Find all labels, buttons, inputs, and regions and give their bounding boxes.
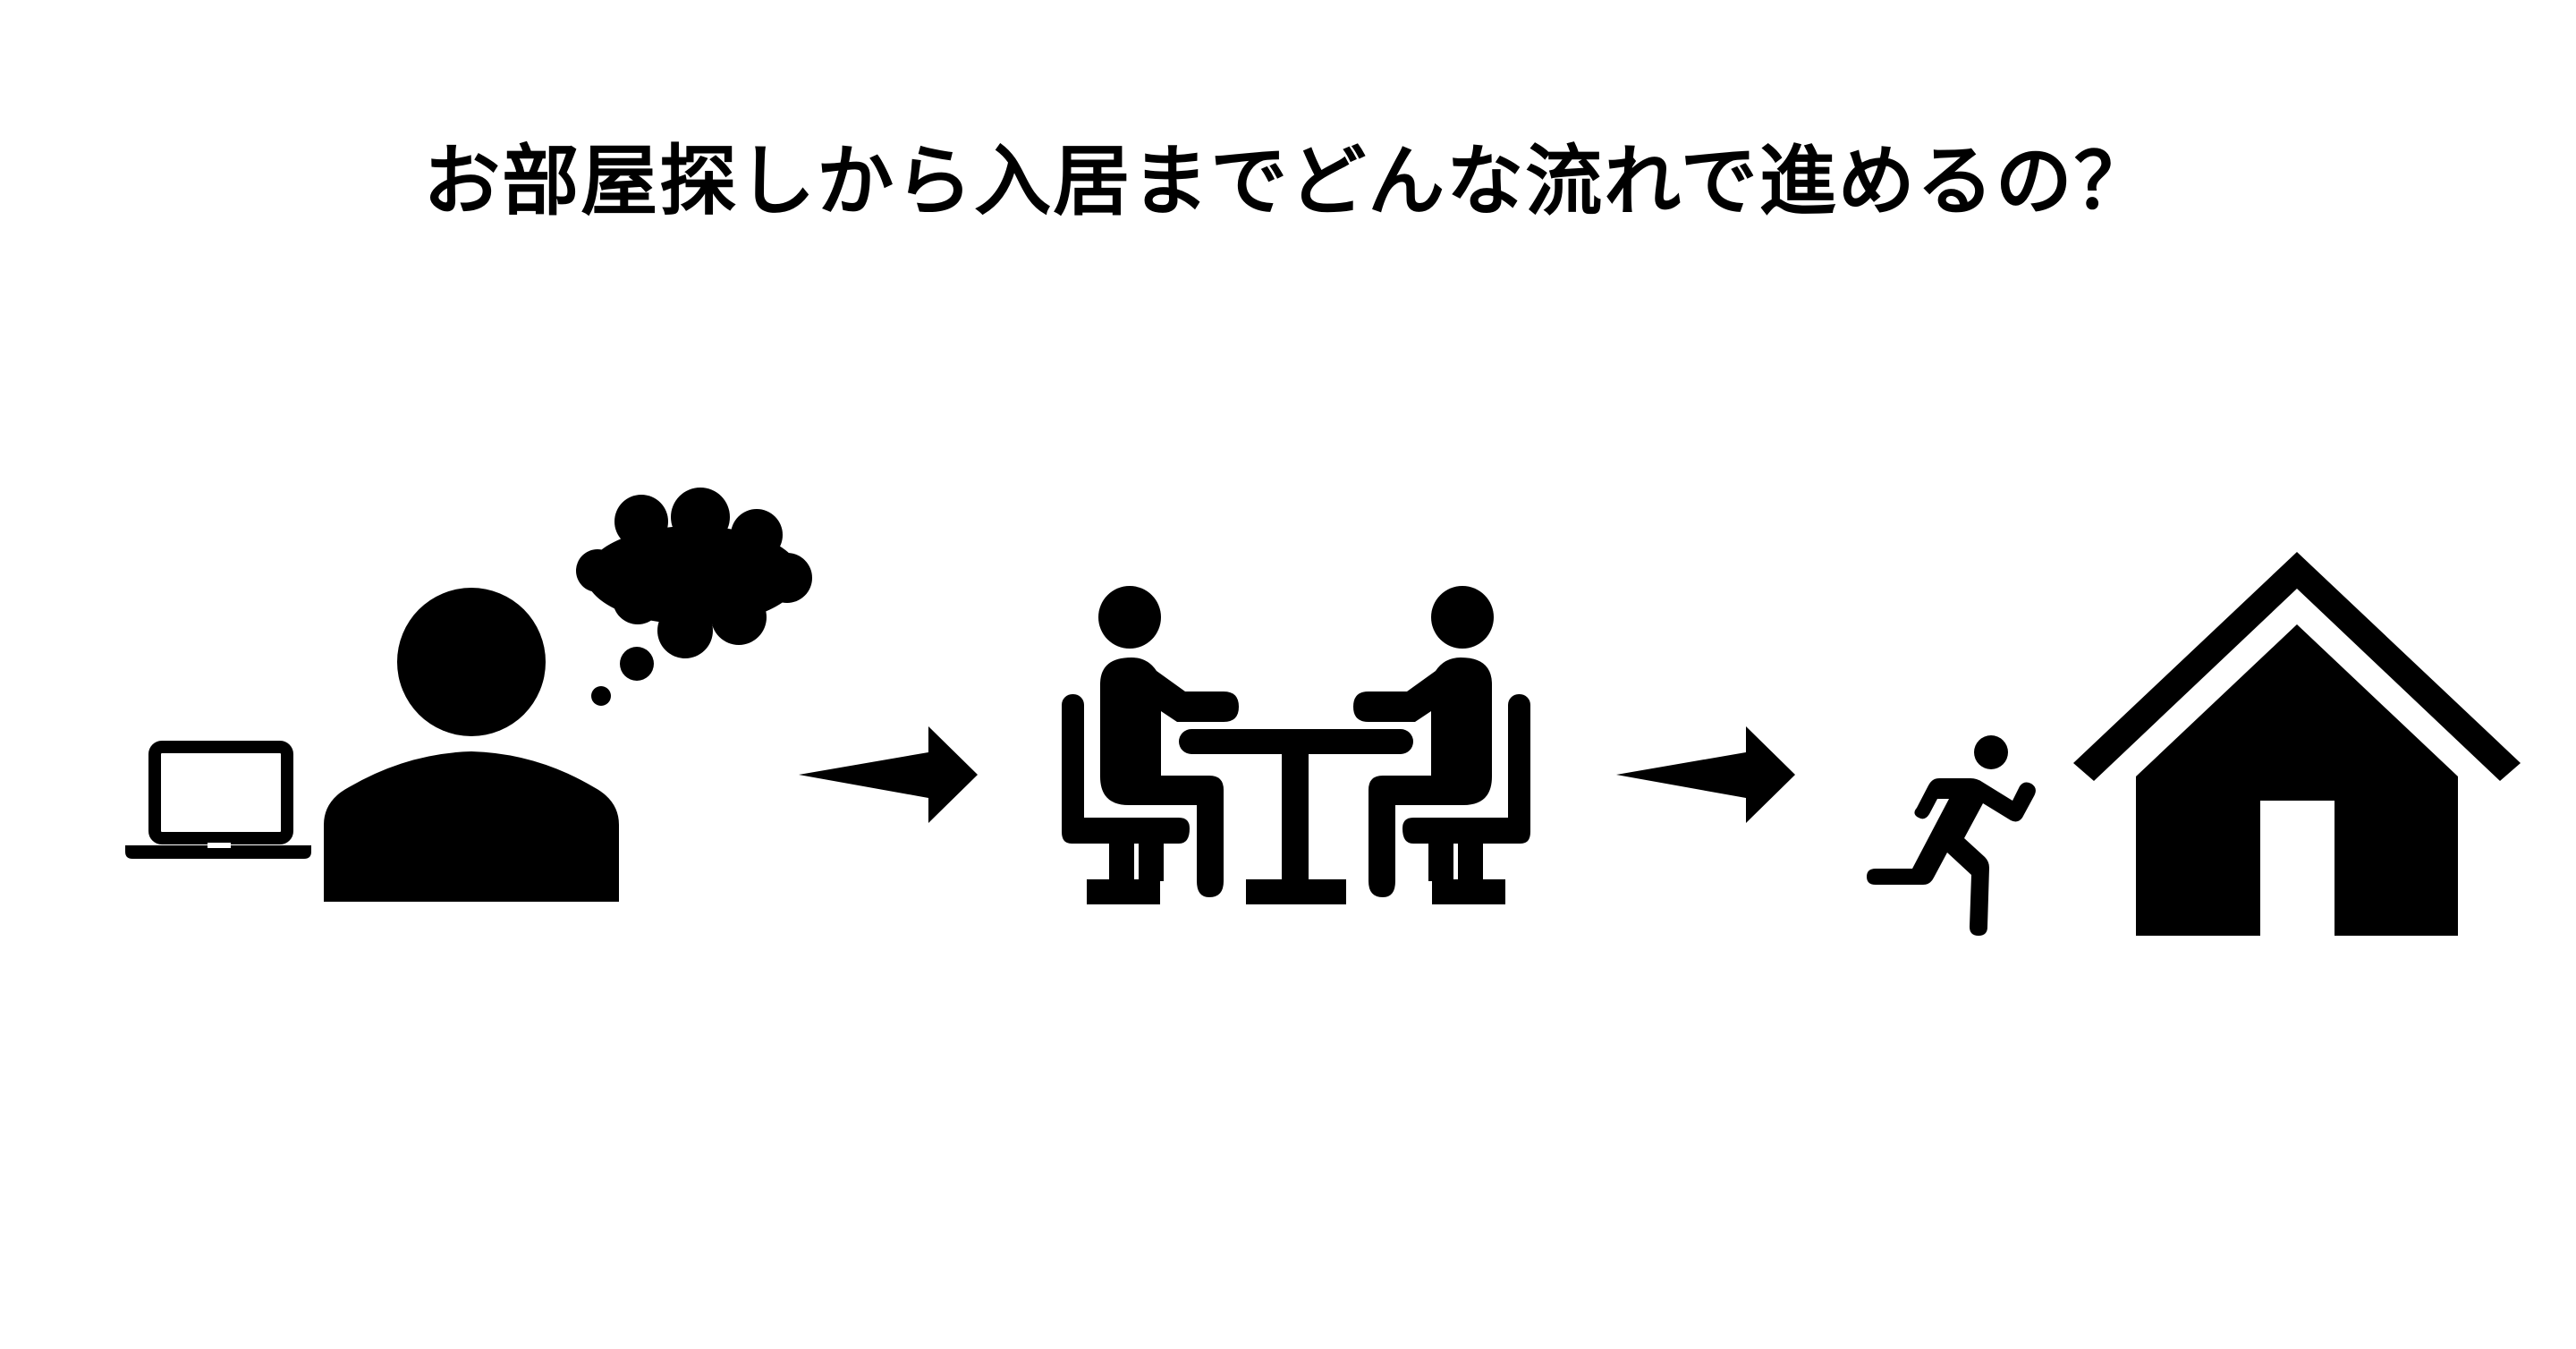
left-person-icon (1062, 586, 1239, 904)
page-title: お部屋探しから入居までどんな流れで進めるの？ (423, 137, 2153, 226)
house-icon (2073, 552, 2521, 936)
step-2-meeting-icon (1062, 586, 1530, 904)
step-3-running-to-house-icon (1867, 552, 2521, 936)
step-1-person-thinking-icon (125, 488, 812, 902)
table-icon (1179, 729, 1413, 904)
person-icon (324, 588, 619, 902)
right-person-icon (1353, 586, 1530, 904)
arrow-right-icon (1616, 726, 1795, 823)
laptop-icon (125, 741, 311, 859)
thought-bubble-icon (576, 488, 812, 706)
arrow-right-icon (799, 726, 978, 823)
running-person-icon (1867, 735, 2036, 936)
